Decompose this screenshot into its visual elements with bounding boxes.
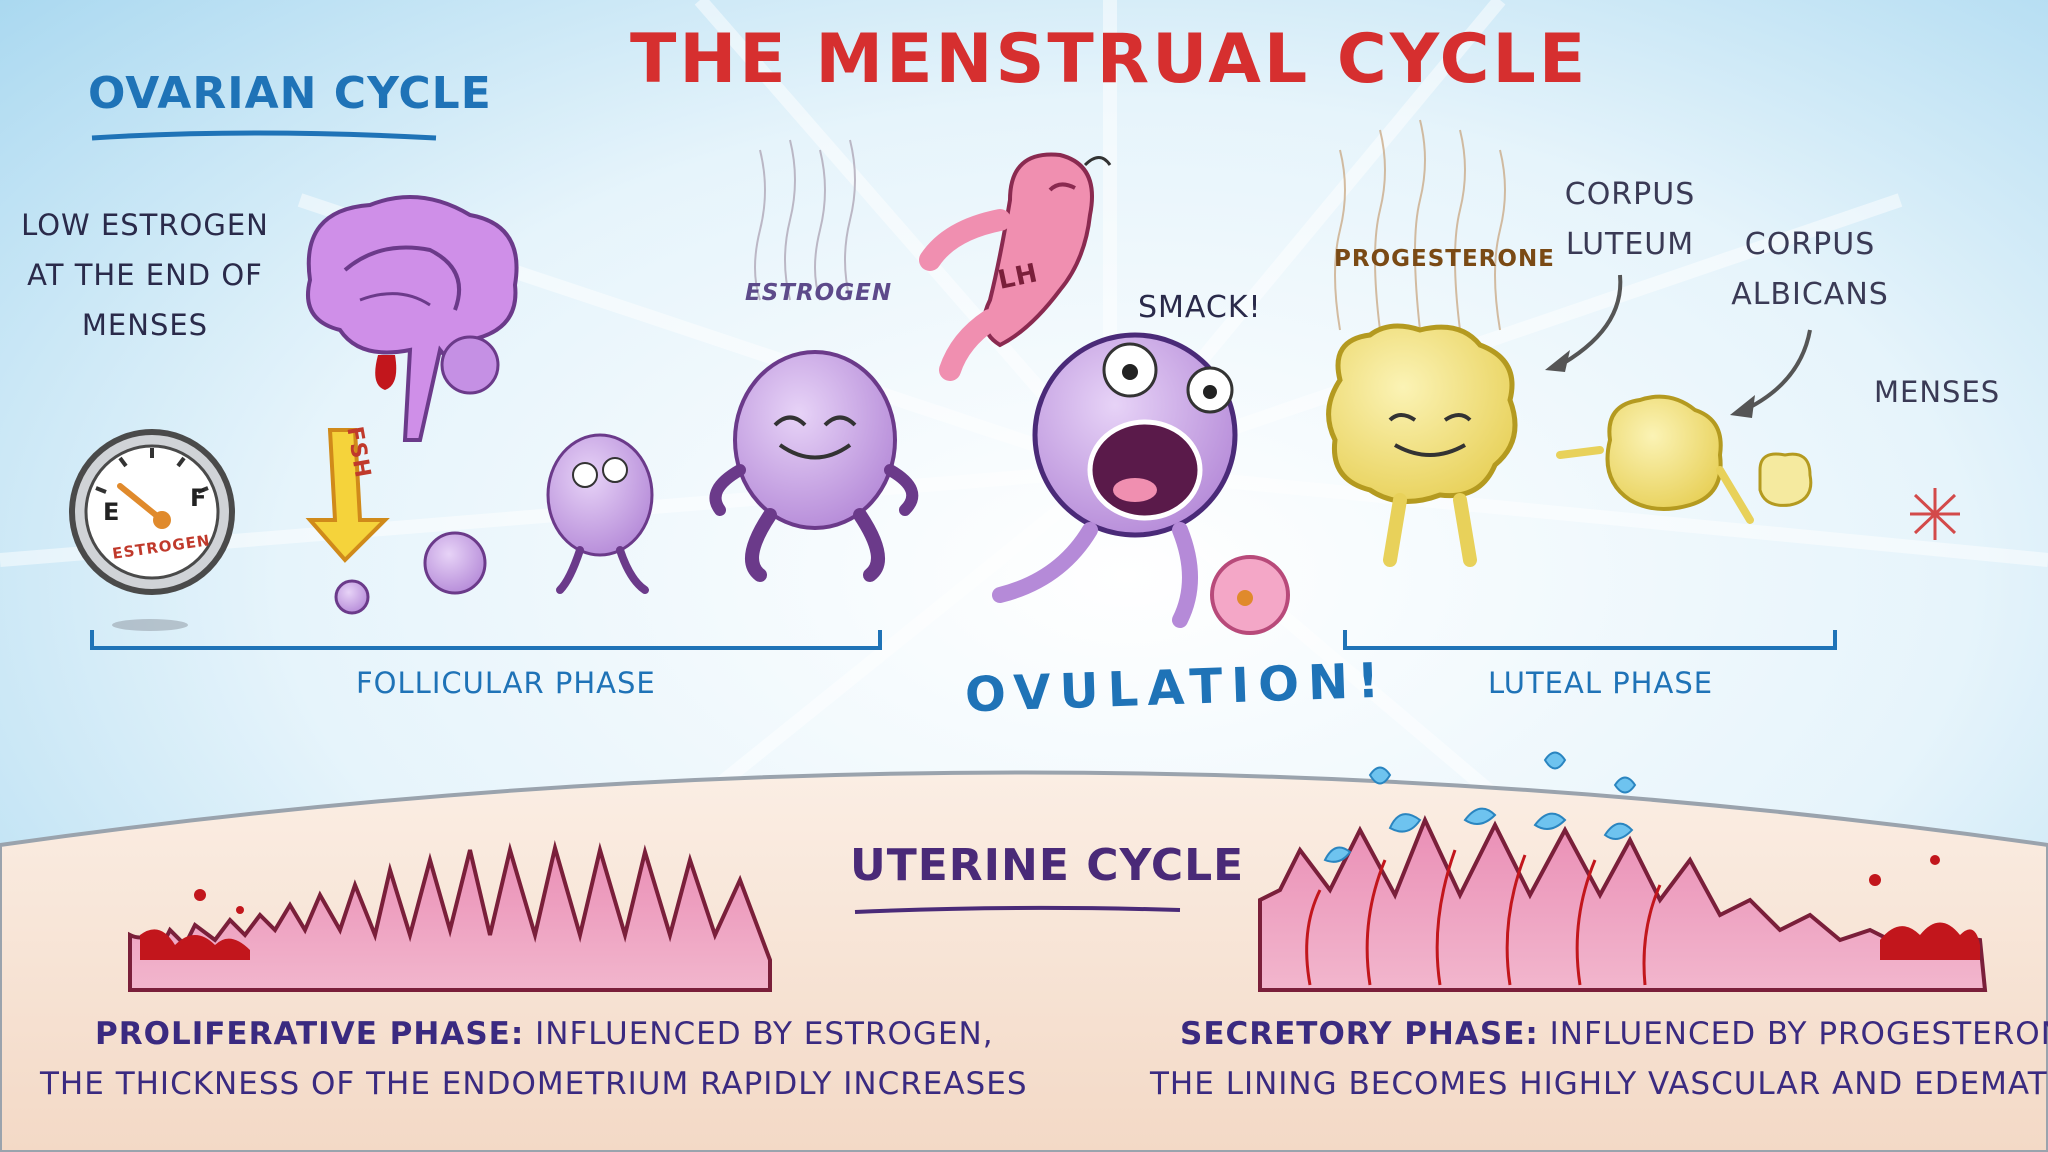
brain-icon bbox=[306, 195, 519, 442]
ovulating-follicle-icon bbox=[992, 332, 1238, 628]
smack-label: SMACK! bbox=[1138, 290, 1262, 325]
secretory-line-1: SECRETORY PHASE: INFLUENCED BY PROGESTER… bbox=[1180, 1016, 2048, 1052]
proliferative-text-2: THE THICKNESS OF THE ENDOMETRIUM RAPIDLY… bbox=[40, 1066, 1028, 1102]
secretory-endometrium-icon bbox=[1258, 751, 1988, 992]
corpus-luteum-icon bbox=[1326, 323, 1518, 567]
luteal-phase-label: LUTEAL PHASE bbox=[1488, 666, 1714, 700]
fsh-arrow-icon bbox=[305, 428, 390, 563]
proliferative-title: PROLIFERATIVE PHASE: bbox=[95, 1016, 525, 1052]
menses-sparkle-icon bbox=[1910, 488, 1960, 540]
endometrium-icon bbox=[128, 840, 772, 992]
estrogen-gauge-icon: E F bbox=[69, 429, 235, 631]
corpus-albicans-icon bbox=[1556, 394, 1813, 524]
secretory-text-2: THE LINING BECOMES HIGHLY VASCULAR AND E… bbox=[1150, 1066, 2048, 1102]
progesterone-label: PROGESTERONE bbox=[1334, 246, 1555, 272]
ovarian-cycle-heading: OVARIAN CYCLE bbox=[88, 68, 492, 119]
proliferative-text-1: INFLUENCED BY ESTROGEN, bbox=[535, 1016, 994, 1052]
follicular-phase-label: FOLLICULAR PHASE bbox=[356, 666, 656, 700]
corpus-luteum-label: CORPUS LUTEUM bbox=[1564, 177, 1696, 262]
svg-text:E: E bbox=[103, 498, 119, 526]
secretory-title: SECRETORY PHASE: bbox=[1180, 1016, 1539, 1052]
follicle-icon bbox=[334, 350, 919, 615]
proliferative-line-1: PROLIFERATIVE PHASE: INFLUENCED BY ESTRO… bbox=[95, 1016, 994, 1052]
corpus-albicans-label: CORPUS ALBICANS bbox=[1731, 227, 1889, 312]
uterine-cycle-heading: UTERINE CYCLE bbox=[850, 840, 1245, 891]
menses-label: MENSES bbox=[1874, 375, 2001, 409]
ovum-icon bbox=[1210, 555, 1290, 635]
secretory-text-1: INFLUENCED BY PROGESTERONE, bbox=[1549, 1016, 2048, 1052]
low-estrogen-label: LOW ESTROGEN AT THE END OF MENSES bbox=[21, 208, 269, 342]
estrogen-label: ESTROGEN bbox=[745, 280, 893, 306]
svg-text:F: F bbox=[190, 484, 206, 512]
page-title: THE MENSTRUAL CYCLE bbox=[630, 20, 1589, 99]
lh-character-icon bbox=[919, 152, 1112, 381]
